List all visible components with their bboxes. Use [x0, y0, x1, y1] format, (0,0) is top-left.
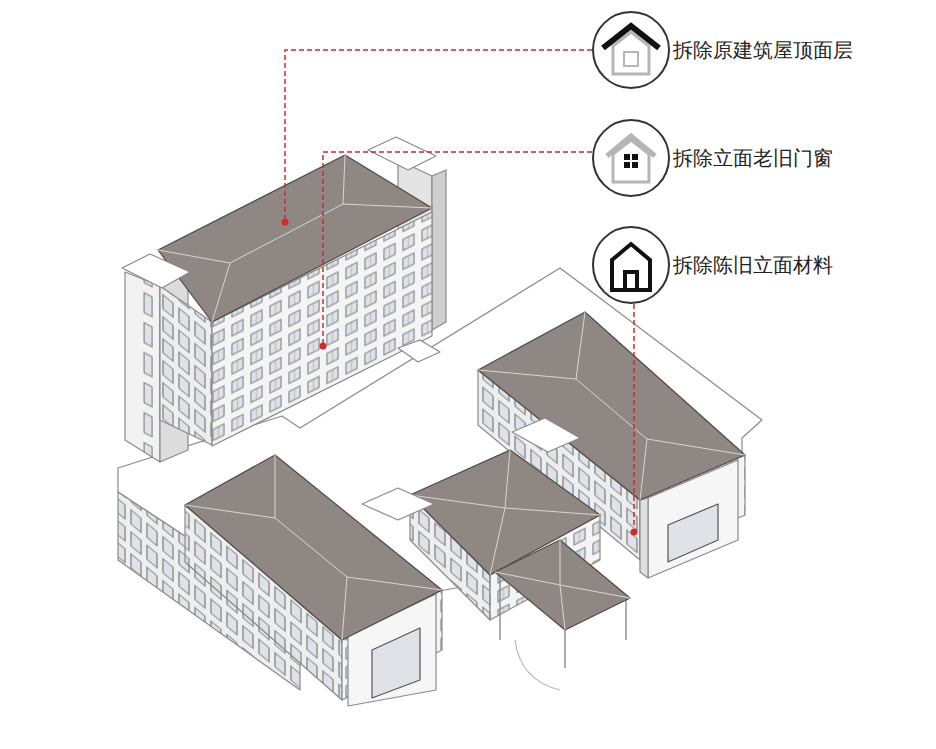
roof-icon: [603, 26, 659, 74]
callout-item: 拆除陈旧立面材料: [593, 227, 837, 303]
callout-label: 拆除陈旧立面材料: [673, 252, 833, 279]
callout-item: 拆除立面老旧门窗: [593, 120, 837, 196]
window-icon: [607, 136, 655, 182]
callout-label: 拆除立面老旧门窗: [673, 145, 833, 172]
callout-item: 拆除原建筑屋顶面层: [593, 12, 857, 88]
facade-icon: [612, 244, 650, 290]
leader-line: [285, 50, 634, 528]
callout-label: 拆除原建筑屋顶面层: [673, 37, 853, 64]
icon-circle: [593, 12, 669, 303]
